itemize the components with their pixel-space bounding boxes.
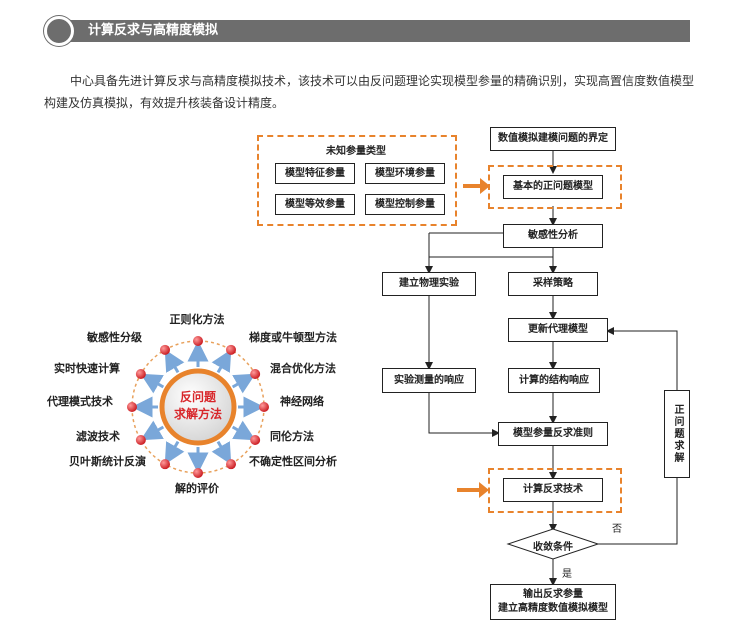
radial-item-label: 贝叶斯统计反演 [69, 455, 146, 468]
radial-item-label: 滤波技术 [76, 430, 120, 443]
flow-output: 输出反求参量 建立高精度数值模拟模型 [490, 584, 616, 620]
radial-node-dot [226, 344, 236, 355]
radial-node-dot [250, 369, 261, 379]
section-header: 计算反求与高精度模拟 [44, 16, 690, 46]
flow-inverse: 计算反求技术 [503, 478, 603, 502]
flow-converge: 收敛条件 [533, 542, 573, 553]
param-control: 模型控制参量 [365, 194, 445, 215]
radial-item-label: 同伦方法 [270, 430, 314, 443]
spoke-arrow [231, 373, 256, 394]
flow-yes-label: 是 [562, 569, 572, 580]
radial-item-label: 不确定性区间分析 [249, 455, 337, 468]
unknown-params-title: 未知参量类型 [326, 146, 386, 157]
radial-item-label: 神经网络 [280, 395, 324, 408]
radial-item-label: 解的评价 [175, 482, 219, 495]
spoke-arrow [164, 349, 185, 374]
flow-basic-model: 基本的正问题模型 [503, 175, 603, 199]
param-feature: 模型特征参量 [275, 163, 355, 184]
param-environment: 模型环境参量 [365, 163, 445, 184]
spoke-arrow [140, 373, 165, 394]
unknown-params-frame [257, 135, 457, 226]
flow-no-label: 否 [612, 524, 622, 535]
radial-node-dot [193, 468, 203, 478]
header-bar [64, 20, 690, 42]
radial-node-dot [250, 435, 261, 445]
flow-computed: 计算的结构响应 [508, 368, 600, 393]
spoke-arrow [211, 440, 232, 465]
spoke-arrow [140, 420, 165, 441]
radial-node-dot [135, 435, 146, 445]
center-circle [159, 368, 237, 446]
intro-paragraph: 中心具备先进计算反求与高精度模拟技术，该技术可以由反问题理论实现模型参量的精确识… [44, 74, 695, 110]
radial-item-label: 混合优化方法 [270, 362, 336, 375]
flow-sampling: 采样策略 [508, 272, 598, 296]
inverse-frame [488, 468, 622, 513]
radial-node-dot [127, 402, 137, 412]
radial-node-dot [160, 344, 170, 355]
spoke-arrow [231, 420, 256, 441]
radial-item-label: 敏感性分级 [87, 331, 142, 344]
radial-node-dot [193, 336, 203, 346]
flow-criterion: 模型参量反求准则 [498, 422, 608, 446]
radial-node-dot [160, 459, 170, 470]
radial-item-label: 实时快速计算 [54, 362, 120, 375]
header-circle-icon [44, 16, 74, 46]
radial-center-label: 反问题 求解方法 [173, 390, 222, 421]
flow-define: 数值模拟建模问题的界定 [490, 127, 616, 151]
param-equivalent: 模型等效参量 [275, 194, 355, 215]
radial-node-dot [226, 459, 236, 470]
radial-node-dot [135, 369, 146, 379]
flow-physical-experiment: 建立物理实验 [382, 272, 476, 296]
radial-item-label: 梯度或牛顿型方法 [249, 331, 337, 344]
spoke-arrow [211, 349, 232, 374]
basic-model-frame [488, 165, 622, 209]
flow-measured: 实验测量的响应 [382, 368, 476, 393]
radial-item-label: 正则化方法 [169, 313, 225, 326]
flow-loop-forward: 正问题求解 [664, 390, 690, 478]
radial-item-label: 代理模式技术 [47, 395, 113, 408]
radial-node-dot [259, 402, 269, 412]
flow-sensitivity: 敏感性分析 [503, 224, 603, 248]
section-title: 计算反求与高精度模拟 [88, 23, 219, 38]
spoke-arrow [164, 440, 185, 465]
flow-surrogate: 更新代理模型 [508, 318, 608, 342]
